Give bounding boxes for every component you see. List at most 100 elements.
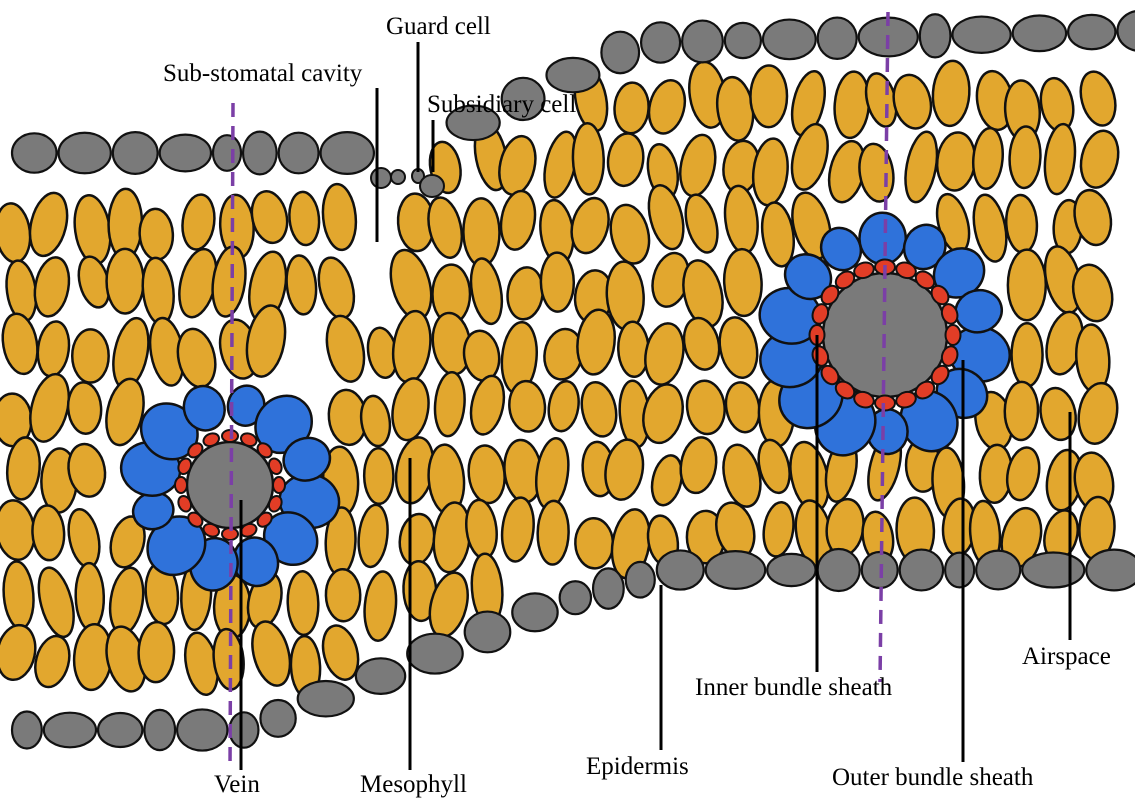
label-vein: Vein	[214, 772, 260, 797]
mesophyll-cell	[537, 501, 569, 565]
mesophyll-cell	[832, 70, 871, 139]
subsidiary-cell	[371, 168, 391, 188]
mesophyll-cell	[0, 311, 42, 377]
epidermis-cell	[1068, 15, 1115, 49]
mesophyll-cell	[900, 129, 942, 204]
mesophyll-cell	[505, 265, 546, 321]
mesophyll-cell	[786, 120, 834, 193]
mesophyll-cell	[572, 123, 605, 195]
mesophyll-cell	[66, 381, 103, 435]
mesophyll-cell	[325, 569, 361, 622]
epidermis-cell	[465, 612, 511, 653]
inner-bundle-sheath-cell	[273, 477, 285, 493]
inner-bundle-sheath-cell	[175, 477, 187, 493]
epidermis-cell	[160, 135, 211, 172]
mesophyll-cell	[466, 256, 506, 326]
mesophyll-cell	[545, 379, 582, 433]
outer-bundle-sheath-cell	[859, 212, 906, 265]
mesophyll-cell	[75, 563, 105, 630]
epidermis-cell	[763, 20, 816, 60]
epidermis-cell	[59, 133, 111, 174]
mesophyll-cell	[433, 371, 467, 437]
mesophyll-cell	[750, 137, 791, 207]
label-subsidiary-cell: Subsidiary cell	[427, 92, 576, 117]
mesophyll-cell	[715, 314, 762, 381]
mesophyll-cell	[1074, 380, 1122, 447]
epidermis-cell	[177, 709, 227, 750]
mesophyll-cell	[507, 380, 547, 433]
label-sub-stomatal-cavity: Sub-stomatal cavity	[163, 61, 362, 86]
mesophyll-cell	[760, 500, 796, 558]
epidermis-cell	[213, 135, 241, 171]
epidermis-cell	[1022, 552, 1084, 587]
mesophyll-cell	[284, 254, 319, 316]
mesophyll-cell	[0, 202, 33, 264]
label-guard-cell: Guard cell	[386, 14, 491, 39]
mesophyll-cell	[389, 309, 435, 385]
epidermis-cell	[818, 549, 860, 591]
mesophyll-cell	[106, 565, 147, 635]
label-outer-bundle-sheath: Outer bundle sheath	[832, 765, 1033, 790]
mesophyll-cell	[1076, 127, 1124, 191]
epidermis-cell	[593, 568, 624, 608]
mesophyll-cell	[856, 141, 898, 203]
mesophyll-cell	[0, 622, 40, 684]
mesophyll-cell	[497, 189, 539, 253]
mesophyll-cell	[287, 191, 321, 247]
mesophyll-cell	[313, 254, 360, 322]
mesophyll-cell	[605, 131, 646, 187]
mesophyll-cell	[1004, 382, 1038, 441]
mesophyll-cell	[388, 376, 433, 443]
mesophyll-cell	[1036, 385, 1080, 443]
mesophyll-cell	[723, 248, 764, 317]
mesophyll-cell	[107, 249, 144, 314]
label-mesophyll: Mesophyll	[360, 772, 467, 797]
label-epidermis: Epidermis	[586, 754, 689, 779]
epidermis-cell	[976, 551, 1020, 590]
mesophyll-cell	[1, 560, 36, 629]
mesophyll-cell	[64, 506, 104, 570]
epidermis-cell	[356, 658, 405, 694]
mesophyll-cell	[540, 252, 574, 312]
epidermis-cell	[407, 634, 462, 674]
guard-cell	[420, 175, 444, 197]
epidermis-cell	[12, 712, 42, 749]
mesophyll-cell	[889, 71, 936, 132]
subsidiary-cell	[391, 170, 405, 184]
epidermis-cell	[229, 712, 258, 747]
epidermis-cell	[279, 133, 319, 174]
mesophyll-cell	[1005, 194, 1039, 253]
inner-bundle-sheath-cell	[946, 325, 961, 345]
epidermis-cell	[243, 132, 277, 175]
mesophyll-cell	[1042, 123, 1079, 196]
mesophyll-cell	[934, 131, 977, 193]
mesophyll-cell	[1075, 68, 1121, 130]
epidermis-cell	[818, 18, 857, 59]
mesophyll-cell	[499, 496, 537, 563]
mesophyll-cell	[321, 312, 370, 385]
mesophyll-cell	[209, 245, 250, 319]
epidermis-cell	[641, 22, 680, 62]
mesophyll-cell	[971, 127, 1005, 190]
epidermis-cell	[560, 581, 591, 614]
epidermis-cell	[44, 713, 96, 748]
mesophyll-cell	[138, 622, 175, 683]
epidermis-cell	[546, 58, 599, 92]
epidermis-cell	[113, 132, 158, 174]
mesophyll-cell	[30, 255, 73, 320]
epidermis-cell	[900, 550, 943, 591]
mesophyll-cell	[466, 373, 509, 438]
mesophyll-cell	[675, 132, 720, 200]
epidermis-cell	[512, 593, 557, 631]
mesophyll-cell	[617, 321, 649, 377]
epidermis-cell	[260, 700, 295, 737]
mesophyll-cell	[574, 517, 614, 569]
mesophyll-cell	[32, 564, 80, 641]
epidermis-cell	[657, 550, 704, 589]
epidermis-cell	[920, 14, 951, 57]
mesophyll-cell	[466, 444, 508, 505]
epidermis-cell	[706, 551, 765, 589]
epidermis-cell	[725, 23, 761, 58]
